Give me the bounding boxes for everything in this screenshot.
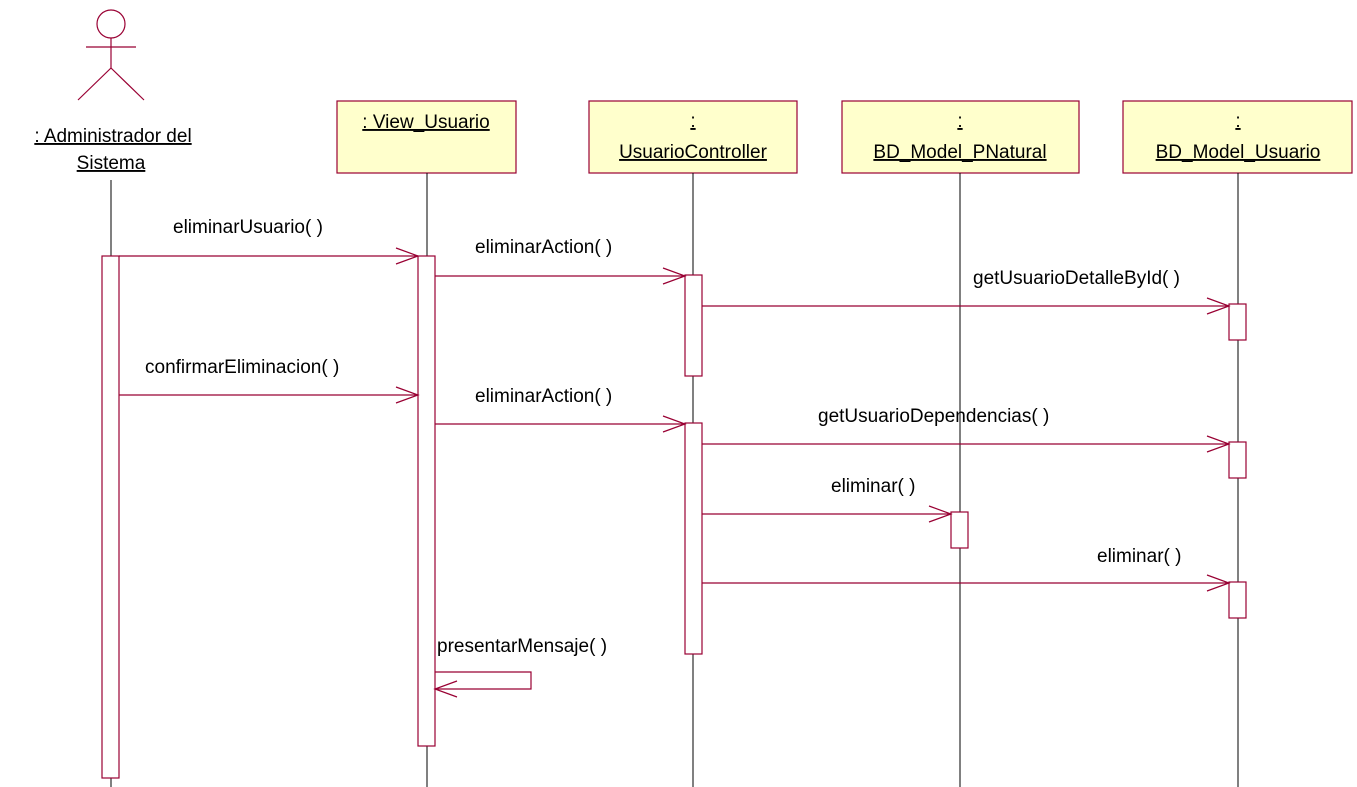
- message-label-eliminar-pnatural: eliminar( ): [831, 476, 915, 497]
- message-label-get-usuario-dependencias: getUsuarioDependencias( ): [818, 406, 1049, 427]
- message-label-eliminar-usuario: eliminarUsuario( ): [173, 217, 323, 238]
- object-label-usuario-controller-line1: :: [690, 111, 695, 132]
- message-label-eliminar-action-1: eliminarAction( ): [475, 237, 612, 258]
- message-arrow-eliminar-pnatural: [702, 505, 953, 523]
- actor-name-line1: : Administrador del: [34, 126, 191, 147]
- message-arrow-eliminar-usuario-bd: [702, 574, 1231, 592]
- activation-view-usuario: [417, 255, 436, 747]
- message-arrow-get-usuario-detalle: [702, 297, 1231, 315]
- activation-actor: [101, 255, 120, 779]
- object-box-bd-model-usuario: [1122, 100, 1353, 174]
- activation-bd-pnatural: [950, 511, 969, 549]
- object-label-bd-model-usuario-line2: BD_Model_Usuario: [1156, 142, 1321, 163]
- activation-bd-usuario-3: [1228, 581, 1247, 619]
- activation-bd-usuario-2: [1228, 441, 1247, 479]
- message-label-presentar-mensaje: presentarMensaje( ): [437, 636, 607, 657]
- activation-controller-2: [684, 422, 703, 655]
- message-label-eliminar-action-2: eliminarAction( ): [475, 386, 612, 407]
- actor-right-leg: [110, 67, 145, 101]
- message-arrow-eliminar-action-1: [435, 267, 687, 285]
- message-label-eliminar-usuario-bd: eliminar( ): [1097, 546, 1181, 567]
- actor-administrador: [77, 9, 145, 101]
- actor-left-leg: [77, 67, 112, 101]
- activation-bd-usuario-1: [1228, 303, 1247, 341]
- object-label-bd-model-usuario-line1: :: [1235, 111, 1240, 132]
- message-arrow-get-usuario-dependencias: [702, 435, 1231, 453]
- message-label-confirmar-eliminacion: confirmarEliminacion( ): [145, 357, 339, 378]
- message-arrow-eliminar-usuario: [119, 247, 420, 265]
- object-label-bd-model-pnatural-line1: :: [957, 111, 962, 132]
- activation-controller-1: [684, 274, 703, 377]
- object-label-usuario-controller-line2: UsuarioController: [619, 142, 768, 163]
- message-arrow-eliminar-action-2: [435, 415, 687, 433]
- object-box-bd-model-pnatural: [841, 100, 1080, 174]
- object-label-bd-model-pnatural-line2: BD_Model_PNatural: [873, 142, 1046, 163]
- object-box-view-usuario: [336, 100, 517, 174]
- actor-head: [96, 9, 126, 39]
- message-label-get-usuario-detalle: getUsuarioDetalleById( ): [973, 268, 1180, 289]
- object-label-view-usuario: : View_Usuario: [362, 112, 489, 133]
- actor-name-line2: Sistema: [77, 153, 146, 174]
- message-arrow-presentar-mensaje: [433, 671, 532, 698]
- object-box-usuario-controller: [588, 100, 798, 174]
- message-arrow-confirmar-eliminacion: [119, 386, 420, 404]
